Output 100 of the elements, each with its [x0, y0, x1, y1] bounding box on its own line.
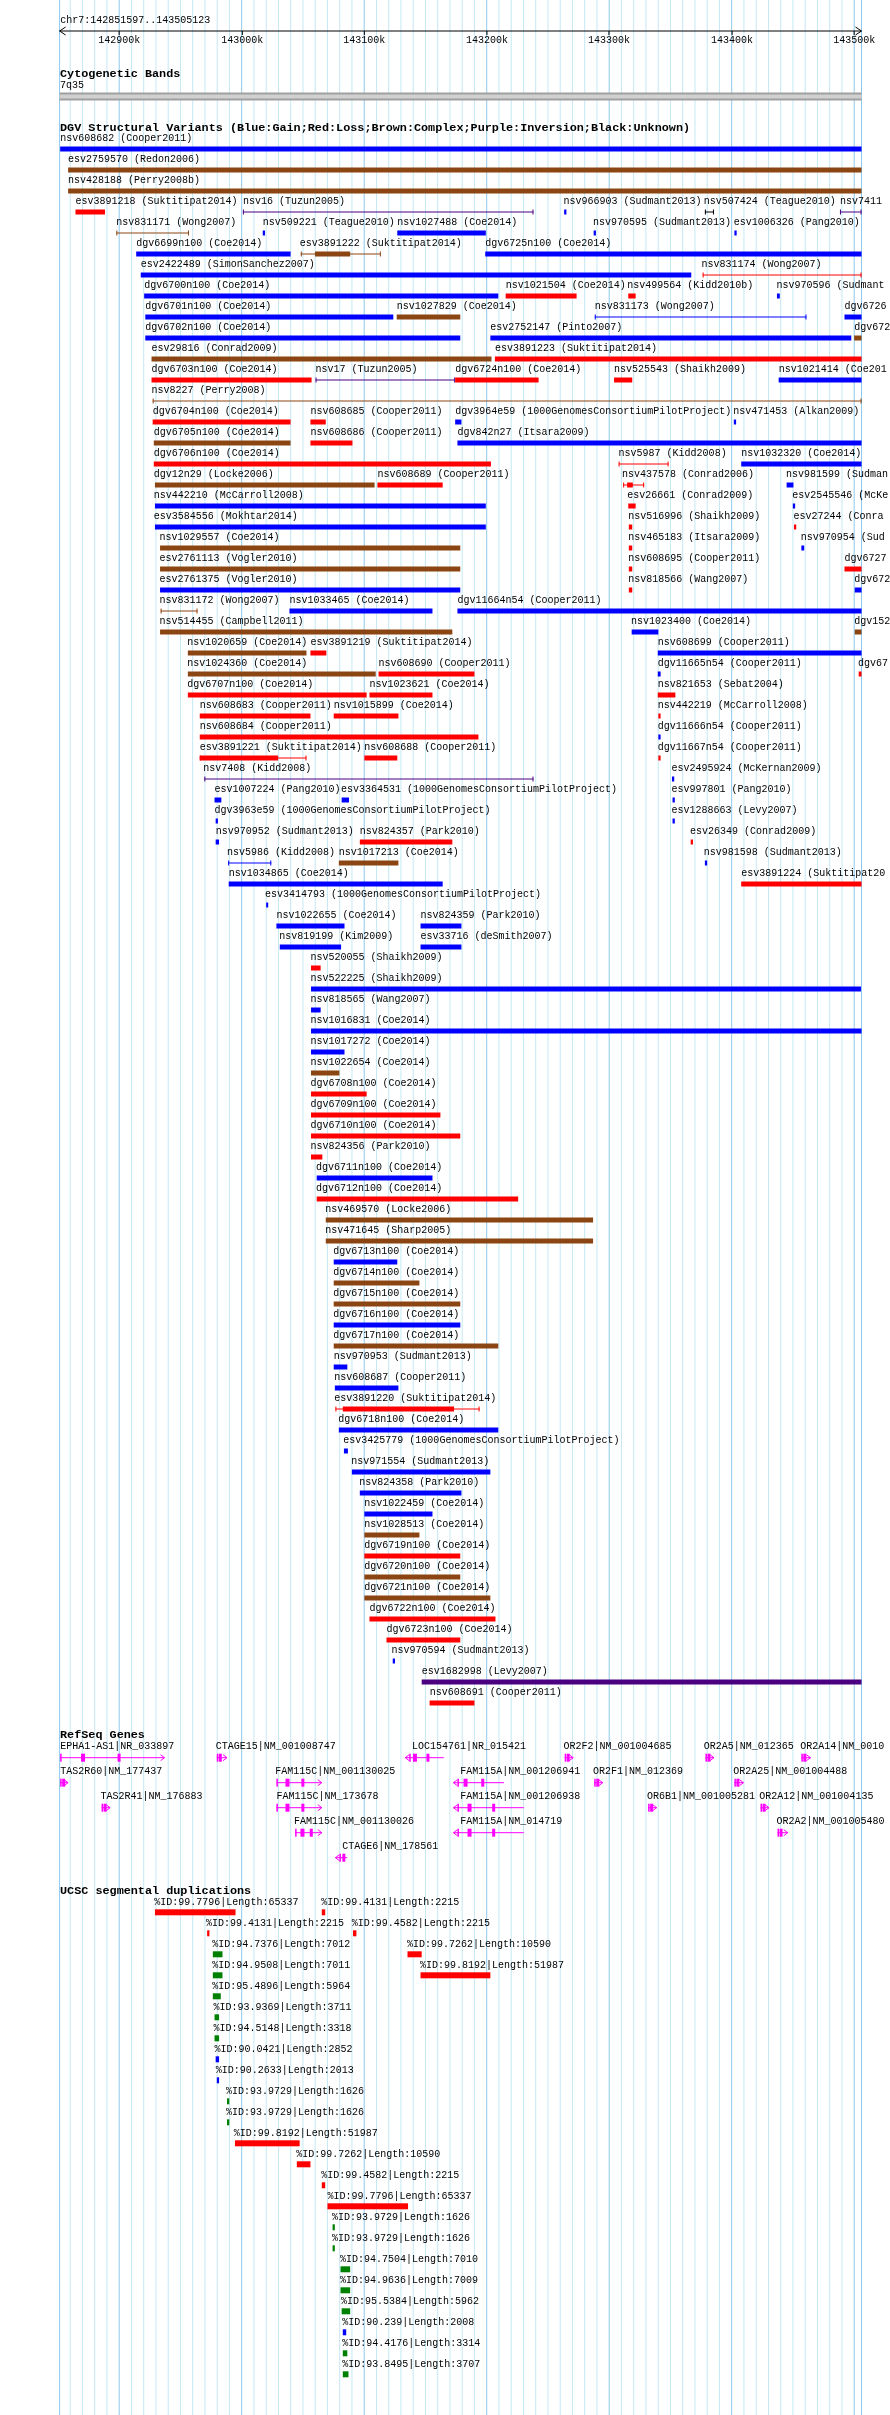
variant-label: dgv6699n100 (Coe2014) [136, 238, 263, 250]
duplication-label: %ID:93.9729|Length:1626 [225, 2086, 364, 2099]
variant-label: nsv442210 (McCarroll2008) [153, 490, 304, 502]
track-title: UCSC segmental duplications [60, 1884, 252, 1898]
variant-label: esv997801 (Pang2010) [671, 784, 792, 796]
variant-label: esv1007224 (Pang2010) [214, 784, 341, 796]
duplication-label: %ID:93.9729|Length:1626 [332, 2212, 471, 2225]
duplication-label: %ID:93.9729|Length:1626 [225, 2107, 364, 2120]
duplication-label: %ID:94.5148|Length:3318 [213, 2023, 352, 2036]
variant-label: esv3364531 (1000GenomesConsortiumPilotProject) [341, 784, 618, 796]
duplication-label: %ID:94.7376|Length:7012 [212, 1939, 351, 1952]
variant-label: nsv17 (Tuzun2005) [315, 364, 418, 376]
variant-label: nsv1023621 (Coe2014) [369, 679, 490, 691]
variant-label: dgv6704n100 (Coe2014) [152, 406, 279, 418]
variant-label: esv1288663 (Levy2007) [671, 805, 798, 817]
duplication-label: %ID:94.4176|Length:3314 [342, 2338, 481, 2351]
variant-label: dgv6723n100 (Coe2014) [386, 1624, 513, 1636]
axis-tick-label: 143000k [221, 35, 264, 47]
variant-label: esv3891219 (Suktitipat2014) [310, 637, 473, 649]
variant-label: nsv821653 (Sebat2004) [657, 679, 784, 691]
variant-label: nsv1024360 (Coe2014) [187, 658, 308, 670]
gene-label: FAM115A|NM_014719 [460, 1815, 563, 1828]
band-label: 7q35 [60, 80, 84, 92]
variant-label: dgv6705n100 (Coe2014) [153, 427, 280, 439]
gene-label: CTAGE6|NM_178561 [342, 1840, 439, 1853]
duplication-label: %ID:90.239|Length:2008 [342, 2317, 475, 2330]
variant-label: nsv608699 (Cooper2011) [657, 637, 790, 649]
variant-label: nsv1027829 (Coe2014) [396, 301, 517, 313]
variant-label: nsv1022654 (Coe2014) [310, 1057, 431, 1069]
axis-tick-label: 143300k [587, 35, 630, 47]
variant-label: dgv6707n100 (Coe2014) [187, 679, 314, 691]
variant-label: dgv11666n54 (Cooper2011) [657, 721, 802, 733]
variant-label: nsv428188 (Perry2008b) [68, 175, 201, 187]
variant-label: dgv672 [854, 322, 890, 334]
variant-label: dgv6721n100 (Coe2014) [364, 1582, 491, 1594]
variant-label: dgv6726 [844, 301, 887, 313]
variant-label: nsv509221 (Teague2010) [262, 217, 395, 229]
gene-label: OR2A12|NM_001004135 [759, 1790, 874, 1803]
duplication-label: %ID:99.4131|Length:2215 [321, 1897, 460, 1910]
variant-label: esv2495924 (McKernan2009) [671, 763, 822, 775]
variant-label: esv1682998 (Levy2007) [421, 1666, 548, 1678]
variant-label: nsv1028513 (Coe2014) [364, 1519, 485, 1531]
gene-label: FAM115C|NM_001130026 [293, 1815, 414, 1828]
variant-label: dgv6712n100 (Coe2014) [316, 1183, 443, 1195]
variant-label: nsv981598 (Sudmant2013) [703, 847, 842, 859]
variant-label: dgv6720n100 (Coe2014) [364, 1561, 491, 1573]
duplication-label: %ID:99.4131|Length:2215 [206, 1918, 345, 1931]
variant-label: dgv152 [854, 616, 890, 628]
variant-label: nsv499564 (Kidd2010b) [627, 280, 754, 292]
variant-label: nsv16 (Tuzun2005) [242, 196, 345, 208]
variant-label: nsv525543 (Shaikh2009) [614, 364, 747, 376]
variant-label: esv3584556 (Mokhtar2014) [153, 511, 298, 523]
variant-label: nsv608682 (Cooper2011) [60, 133, 193, 145]
position-label: chr7:142851597..143505123 [60, 15, 211, 27]
variant-label: nsv970953 (Sudmant2013) [333, 1351, 472, 1363]
axis-tick-label: 143500k [833, 35, 876, 47]
gene-label: TAS2R60|NM_177437 [60, 1765, 163, 1778]
variant-label: nsv1020659 (Coe2014) [187, 637, 308, 649]
duplication-label: %ID:94.9508|Length:7011 [212, 1960, 351, 1973]
gene-label: LOC154761|NR_015421 [412, 1740, 527, 1753]
variant-label: nsv818565 (Wang2007) [310, 994, 431, 1006]
variant-label: nsv514455 (Campbell2011) [159, 616, 304, 628]
duplication-label: %ID:95.4896|Length:5964 [212, 1981, 351, 1994]
variant-label: nsv970954 (Sud [800, 532, 885, 544]
variant-label: dgv3964e59 (1000GenomesConsortiumPilotProject) [455, 406, 732, 418]
duplication-label: %ID:94.9636|Length:7009 [339, 2275, 478, 2288]
track-title: RefSeq Genes [60, 1728, 145, 1742]
variant-label: dgv6724n100 (Coe2014) [455, 364, 582, 376]
variant-label: esv3891224 (Suktitipat20 [741, 868, 886, 880]
variant-label: nsv7408 (Kidd2008) [203, 763, 312, 775]
track-title: Cytogenetic Bands [60, 67, 181, 81]
variant-label: dgv6708n100 (Coe2014) [310, 1078, 437, 1090]
variant-label: nsv818566 (Wang2007) [628, 574, 749, 586]
variant-label: dgv6709n100 (Coe2014) [310, 1099, 437, 1111]
gene-label: OR2A5|NM_012365 [703, 1740, 794, 1753]
variant-label: nsv966903 (Sudmant2013) [563, 196, 702, 208]
variant-label: dgv6715n100 (Coe2014) [333, 1288, 460, 1300]
variant-label: nsv1027488 (Coe2014) [397, 217, 518, 229]
gene-label: FAM115C|NM_173678 [276, 1790, 379, 1803]
variant-label: dgv6722n100 (Coe2014) [369, 1603, 496, 1615]
gene-label: OR2F2|NM_001004685 [563, 1740, 672, 1753]
variant-label: nsv465183 (Itsara2009) [628, 532, 761, 544]
variant-label: nsv608689 (Cooper2011) [377, 469, 510, 481]
variant-label: nsv608695 (Cooper2011) [628, 553, 761, 565]
variant-label: dgv842n27 (Itsara2009) [457, 427, 590, 439]
gene-label: OR2A2|NM_001005480 [776, 1815, 885, 1828]
variant-label: dgv6702n100 (Coe2014) [145, 322, 272, 334]
duplication-label: %ID:93.9729|Length:1626 [332, 2233, 471, 2246]
variant-label: esv3414793 (1000GenomesConsortiumPilotProject) [265, 889, 542, 901]
gene-label: OR2A25|NM_001004488 [733, 1765, 848, 1778]
variant-label: nsv1021414 (Coe201 [778, 364, 887, 376]
duplication-label: %ID:99.8192|Length:51987 [233, 2128, 378, 2141]
variant-label: esv29816 (Conrad2009) [151, 343, 278, 355]
variant-label: esv3891220 (Suktitipat2014) [334, 1393, 497, 1405]
variant-label: dgv6711n100 (Coe2014) [316, 1162, 443, 1174]
variant-label: dgv6710n100 (Coe2014) [310, 1120, 437, 1132]
variant-label: esv2761375 (Vogler2010) [159, 574, 298, 586]
duplication-label: %ID:99.7796|Length:65337 [327, 2191, 472, 2204]
variant-label: nsv5987 (Kidd2008) [618, 448, 727, 460]
duplication-label: %ID:99.7796|Length:65337 [154, 1897, 299, 1910]
